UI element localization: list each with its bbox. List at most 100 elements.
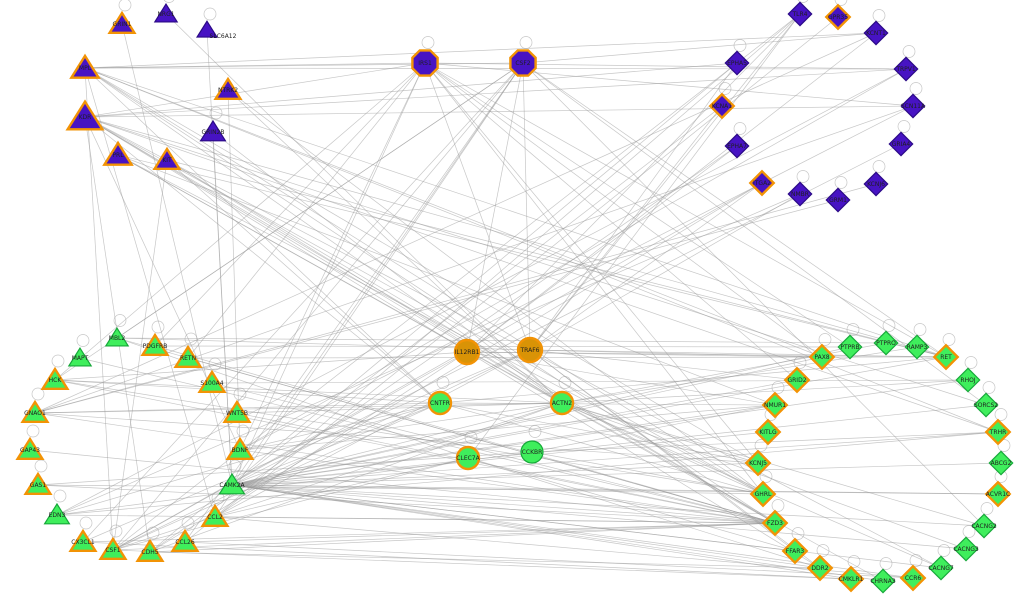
edge-CCKBR-NMUR1 [531,404,776,453]
node-SLC6A12[interactable]: SLC6A12 [195,20,237,40]
edge-KDR-ACTN2 [84,116,563,404]
self-loop-GRID2 [793,356,807,369]
node-shape [140,332,170,356]
node-MPL[interactable]: MPL [69,53,101,79]
node-shape [973,392,999,418]
self-loop-EPHA7 [733,122,747,135]
node-shape [971,513,997,539]
self-loop-CCL2 [211,491,225,505]
node-CLEC7A[interactable]: CLEC7A [455,445,481,471]
node-shape [40,366,70,390]
edge-CAMK2A-RET [231,356,947,486]
node-shape [218,472,246,495]
node-RHOJ[interactable]: RHOJ [955,367,981,393]
node-KCNT1[interactable]: KCNT1 [863,20,889,46]
edge-ACTN2-GHRL [561,402,764,495]
edge-KIT-ACTN2 [166,159,563,404]
self-loop-GRIN1 [118,0,132,12]
node-NTRK2[interactable]: NTRK2 [213,76,243,101]
node-ABCG2[interactable]: ABCG2 [988,450,1014,476]
self-loop-SORCS2 [982,381,996,394]
node-shape [781,537,809,565]
self-loop-RAMP3 [913,323,927,336]
node-GRID2[interactable]: GRID2 [783,366,811,394]
node-CACNG7[interactable]: CACNG7 [928,555,954,581]
node-MBL2[interactable]: MBL2 [104,326,130,347]
edge-CAMK2A-DDR2 [231,484,821,569]
node-CACNG2[interactable]: CACNG2 [971,513,997,539]
node-NRG1[interactable]: NRG1 [153,2,179,23]
node-EPHA5[interactable]: EPHA5 [724,50,750,76]
edge-MPL-TRHR [84,67,999,433]
node-S100A4[interactable]: S100A4 [197,369,227,393]
edge-CAMK2A-ABCG2 [231,462,1002,486]
edge-NTRK2-ACTN2 [227,89,563,404]
edge-TRAF6-PAX8 [529,349,823,358]
edge-CCL26-CCR6 [184,541,914,579]
self-loop-WNT5B [233,387,247,401]
node-PRL[interactable]: PRL [102,140,134,166]
node-SORCS2[interactable]: SORCS2 [973,392,999,418]
node-CSF2[interactable]: CSF2 [509,49,537,77]
edge-KIT-RET [166,159,947,358]
node-GRIA4[interactable]: GRIA4 [888,131,914,157]
node-GNAO1[interactable]: GNAO1 [20,399,50,423]
node-DDR2[interactable]: DDR2 [806,554,834,582]
node-MAPT[interactable]: MAPT [67,346,93,367]
node-TRAF6[interactable]: TRAF6 [516,336,544,364]
edge-CSF2-CSF1 [112,62,524,551]
node-CCR6[interactable]: CCR6 [899,564,927,592]
node-shape [199,119,227,142]
node-GHRL[interactable]: GHRL [749,480,777,508]
node-EPHA7[interactable]: EPHA7 [724,133,750,159]
node-KITLG[interactable]: KITLG [754,418,782,446]
self-loop-PTPRO [882,319,896,332]
self-loop-GRIN2B [209,106,223,120]
node-KCNA1[interactable]: KCNA1 [708,92,736,120]
self-loop-CACNG7 [937,544,951,557]
node-CCL2[interactable]: CCL2 [200,503,230,527]
node-CCKBR[interactable]: CCKBR [520,440,544,464]
node-shape [748,169,776,197]
edge-CAMK2A-ACTN2 [231,402,563,486]
edge-CAMK2A-RHOJ [231,379,969,486]
edge-CLEC7A-DDR2 [467,457,821,569]
node-GAS1[interactable]: GAS1 [23,471,53,495]
edge-CAMK2A-KCNJ5 [231,462,759,486]
node-HCK[interactable]: HCK [40,366,70,390]
self-loop-MBL2 [113,314,127,327]
node-shape [787,1,813,27]
node-CX3CL1[interactable]: CX3CL1 [68,528,98,552]
node-PTPRO[interactable]: PTPRO [873,330,899,356]
node-GRIN1[interactable]: GRIN1 [107,10,137,34]
node-ACVR1C[interactable]: ACVR1C [984,480,1012,508]
node-CNTFR[interactable]: CNTFR [427,390,453,416]
node-KIT[interactable]: KIT [152,146,182,171]
node-GRIN2B[interactable]: GRIN2B [199,119,227,142]
node-SCN11A[interactable]: SCN11A [900,93,926,119]
node-NMUR1[interactable]: NMUR1 [761,391,789,419]
node-RAMP3[interactable]: RAMP3 [904,334,930,360]
node-KDR[interactable]: KDR [65,99,105,131]
node-shape [20,399,50,423]
edge-ACTN2-BDNF [239,402,563,451]
edge-TRPV1-EDN3 [56,68,907,516]
edge-IL12RB1-NMUR1 [466,351,776,406]
node-GPR35[interactable]: GPR35 [824,3,852,31]
self-loop-GNAO1 [31,387,45,401]
node-shape [984,480,1012,508]
node-ACTN2[interactable]: ACTN2 [549,390,575,416]
node-CSF1[interactable]: CSF1 [98,536,128,560]
self-loop-CACNG3 [962,525,976,538]
node-IRS1[interactable]: IRS1 [411,49,439,77]
node-GAP43[interactable]: GAP43 [15,436,45,460]
node-shape [455,445,481,471]
node-CACNG3[interactable]: CACNG3 [953,536,979,562]
node-shape [808,343,836,371]
node-RET[interactable]: RET [932,343,960,371]
node-ITGA2[interactable]: ITGA2 [748,169,776,197]
node-IL12RB1[interactable]: IL12RB1 [453,338,481,366]
node-TRPV1[interactable]: TRPV1 [893,56,919,82]
node-KCNJ6[interactable]: KCNJ6 [863,171,889,197]
node-shape [427,390,453,416]
